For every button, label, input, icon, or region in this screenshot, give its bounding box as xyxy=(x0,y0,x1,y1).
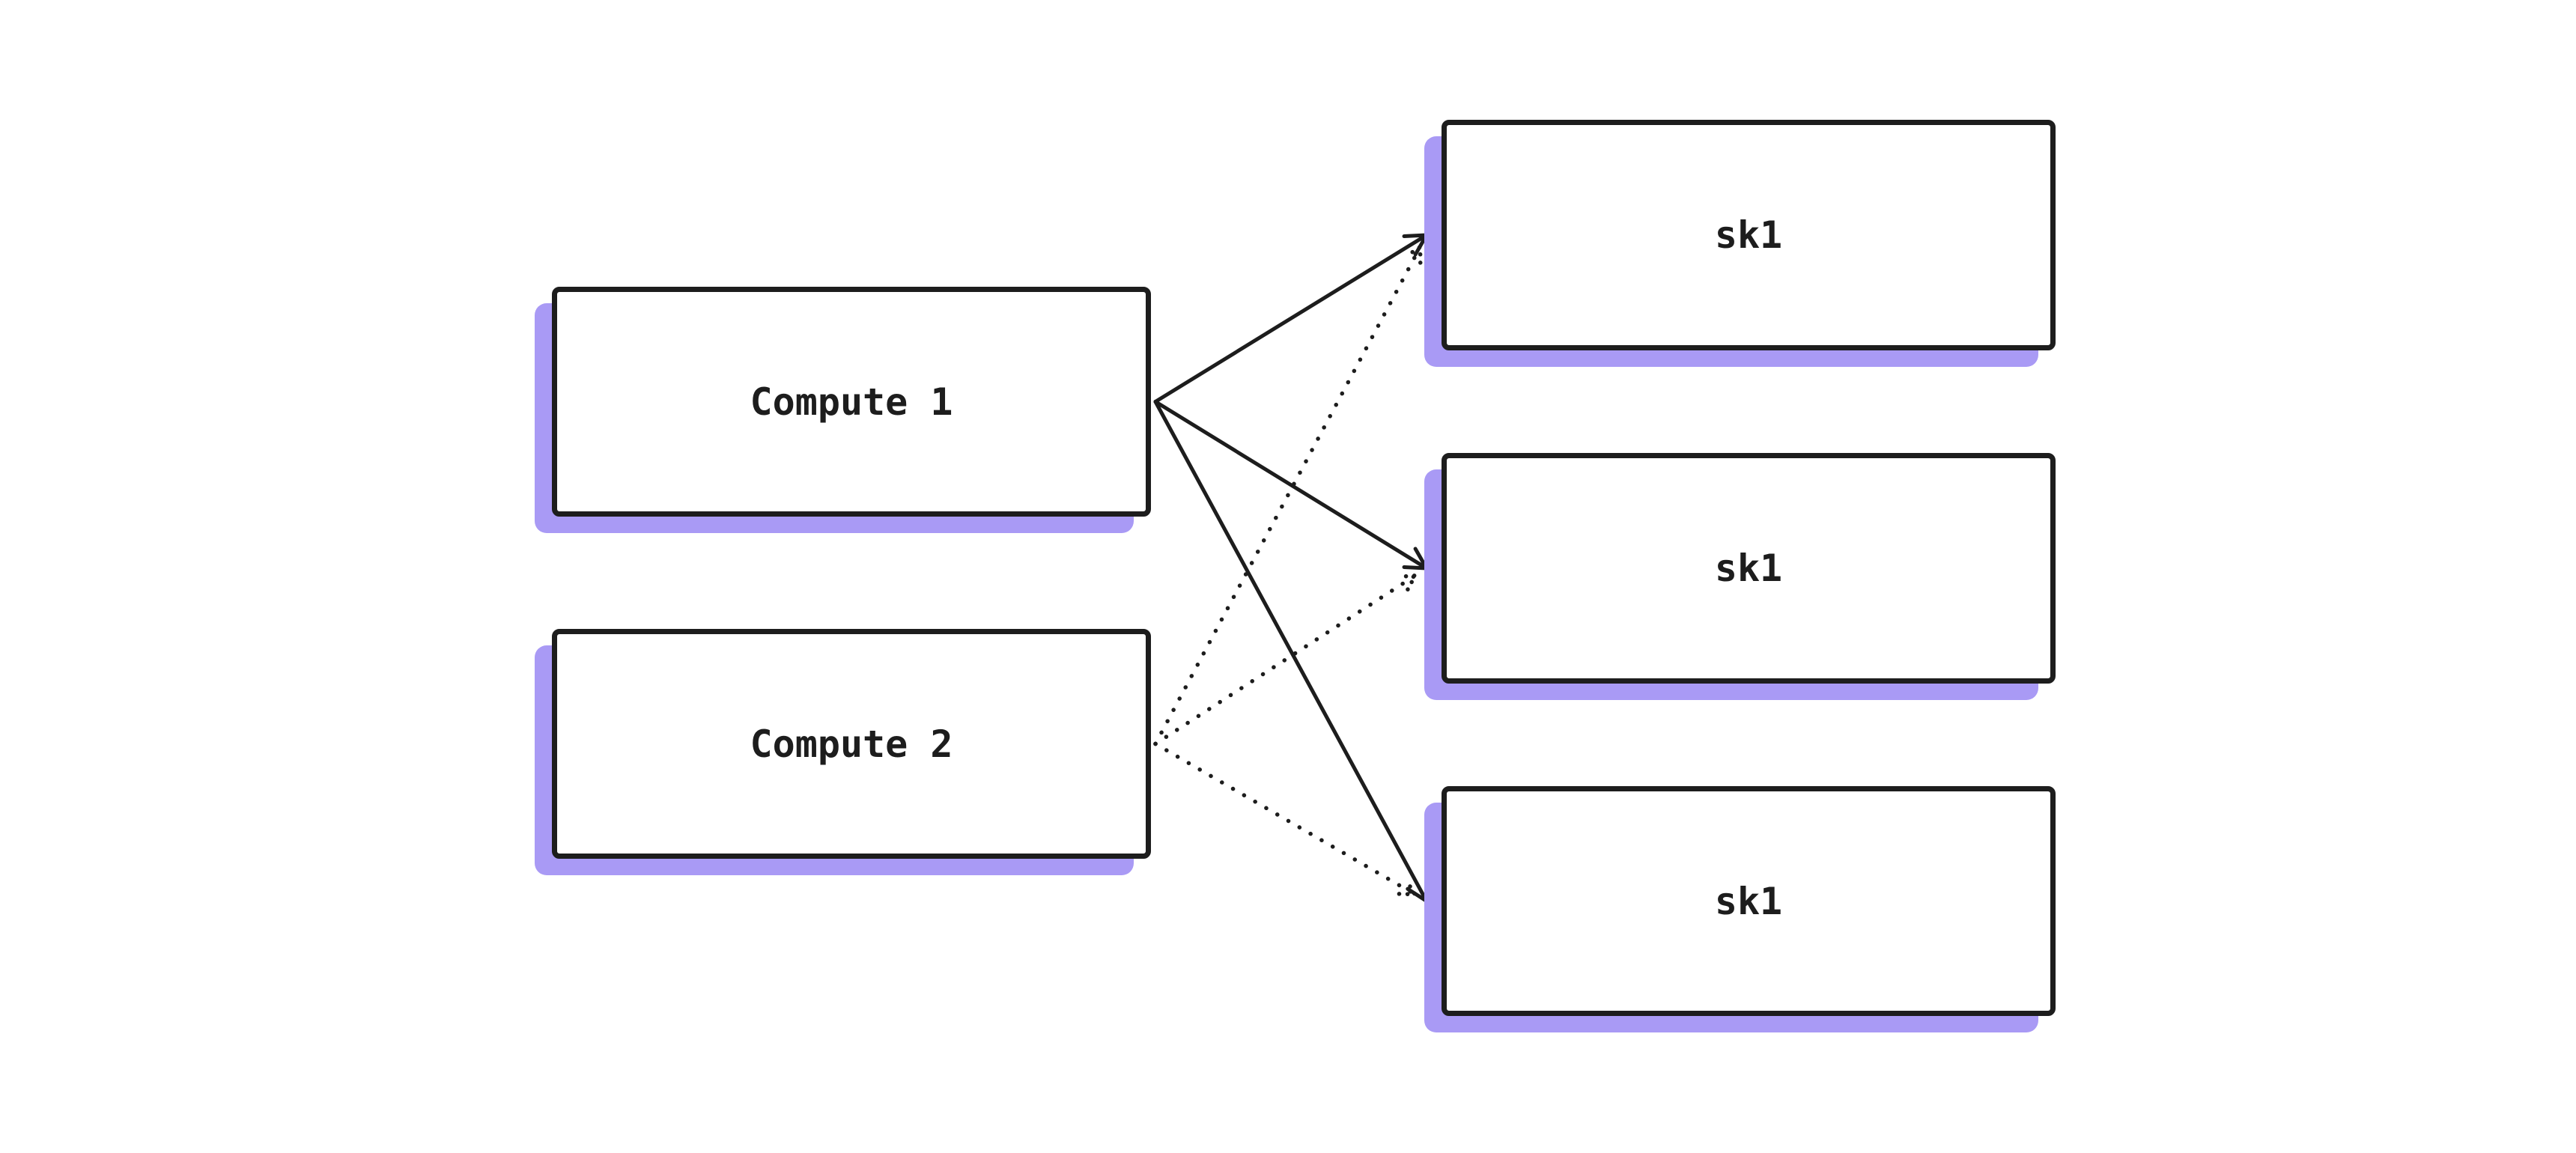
node-sk1-middle: sk1 xyxy=(1424,453,2056,700)
edge-compute-2-to-sk1-top xyxy=(1153,245,1423,746)
node-box: sk1 xyxy=(1442,786,2056,1016)
node-label: Compute 2 xyxy=(750,722,953,766)
node-box: Compute 1 xyxy=(552,287,1151,517)
node-label: Compute 1 xyxy=(750,380,953,424)
edge-compute-1-to-sk1-bottom xyxy=(1153,400,1429,903)
node-label: sk1 xyxy=(1714,213,1783,257)
node-compute-1: Compute 1 xyxy=(535,287,1151,533)
edge-compute-1-to-sk1-top xyxy=(1153,233,1429,404)
edge-compute-2-to-sk1-middle xyxy=(1153,574,1418,746)
node-box: Compute 2 xyxy=(552,629,1151,859)
node-sk1-bottom: sk1 xyxy=(1424,786,2056,1032)
node-label: sk1 xyxy=(1714,547,1783,590)
node-box: sk1 xyxy=(1442,120,2056,350)
edge-compute-2-to-sk1-bottom xyxy=(1153,741,1418,897)
node-box: sk1 xyxy=(1442,453,2056,684)
edge-compute-1-to-sk1-middle xyxy=(1153,400,1429,571)
node-label: sk1 xyxy=(1714,879,1783,923)
node-compute-2: Compute 2 xyxy=(535,629,1151,875)
node-sk1-top: sk1 xyxy=(1424,120,2056,367)
